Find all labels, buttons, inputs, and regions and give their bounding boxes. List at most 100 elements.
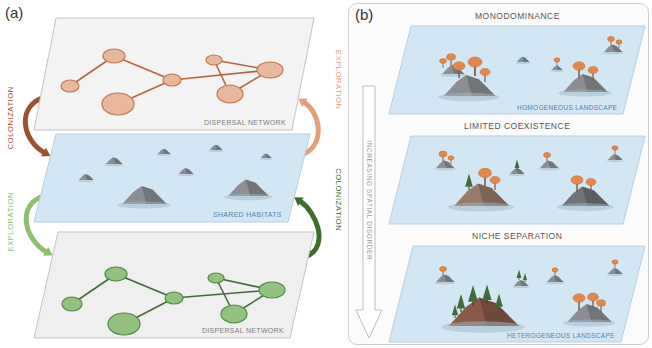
rock-shade xyxy=(163,149,170,154)
orange-tree xyxy=(439,151,447,157)
rock-shade xyxy=(85,174,93,180)
landscape-layer: NICHE SEPARATION HETEROGENEOUS LANDSCAPE xyxy=(389,230,645,342)
layer-plane xyxy=(34,232,314,338)
network-node xyxy=(208,273,224,283)
network-node xyxy=(206,55,222,65)
rock xyxy=(158,149,171,154)
network-node xyxy=(217,85,243,103)
rock xyxy=(608,268,623,274)
rock-shadow xyxy=(77,180,95,182)
landscape-layer: DISPERSAL NETWORK xyxy=(34,18,314,130)
landscape-layer: LIMITED COEXISTENCE xyxy=(389,120,645,224)
orange-tree xyxy=(571,176,583,185)
pine-tree xyxy=(465,174,473,187)
layer-shape xyxy=(34,134,310,222)
network-node xyxy=(61,80,79,92)
orange-tree xyxy=(440,266,447,271)
pine-tree xyxy=(523,273,527,280)
rock-shade xyxy=(444,161,455,169)
rock-shadow xyxy=(606,274,624,276)
rock xyxy=(436,275,455,283)
rock-shadow xyxy=(224,194,272,201)
rock-shade xyxy=(614,268,622,274)
rock-shade xyxy=(520,280,528,286)
rock-shade xyxy=(142,186,167,204)
orange-tree xyxy=(479,168,492,177)
rock-shadow xyxy=(545,282,565,285)
orange-tree xyxy=(468,57,482,67)
network-node xyxy=(257,62,283,78)
orange-tree xyxy=(573,62,585,71)
rock-shadow xyxy=(441,321,525,332)
rock-shade xyxy=(265,154,271,159)
rock-shadow xyxy=(602,52,624,55)
tree-trunk xyxy=(455,315,456,318)
arrow-label: COLONIZATION xyxy=(7,86,15,149)
orange-tree xyxy=(573,294,585,303)
rock-shadow xyxy=(177,174,195,176)
orange-tree xyxy=(597,300,606,306)
rock-shadow xyxy=(515,62,530,64)
tree-trunk xyxy=(468,187,469,190)
layer-label: SHARED HABITATS xyxy=(213,211,282,219)
network-node xyxy=(62,297,82,311)
network-node xyxy=(105,267,127,281)
layer-illustration xyxy=(61,49,283,115)
orange-tree xyxy=(544,152,551,157)
pine-tree xyxy=(517,270,522,278)
rock xyxy=(547,275,564,282)
tree-trunk xyxy=(525,280,526,282)
rock-shade xyxy=(582,187,609,207)
disorder-arrow xyxy=(356,86,382,338)
layer-illustration xyxy=(434,260,624,333)
rock-shade xyxy=(444,275,455,283)
layer-label: HETEROGENEOUS LANDSCAPE xyxy=(507,332,615,339)
layer-plane xyxy=(389,246,645,342)
pine-tree xyxy=(457,294,465,308)
network-node xyxy=(102,93,134,115)
orange-tree xyxy=(616,40,622,44)
panel-heading: NICHE SEPARATION xyxy=(472,232,562,241)
tree-trunk xyxy=(486,300,487,304)
rock-shadow xyxy=(434,168,456,171)
arrow-label: EXPLORATION xyxy=(335,50,343,109)
pine-tree xyxy=(482,285,491,301)
rock-shade xyxy=(548,161,559,169)
rock-shadow xyxy=(118,201,171,208)
rock-shade xyxy=(583,74,608,92)
layer-label: DISPERSAL NETWORK xyxy=(202,327,284,335)
orange-tree xyxy=(440,58,447,63)
panel-heading: LIMITED COEXISTENCE xyxy=(464,122,570,131)
rock xyxy=(122,186,166,204)
panel-letter: (b) xyxy=(355,7,373,24)
landscape-layer: DISPERSAL NETWORK xyxy=(34,232,314,338)
layer-shape xyxy=(34,232,314,338)
tree-trunk xyxy=(472,302,473,306)
rock-shadow xyxy=(104,164,124,167)
layer-shape xyxy=(34,18,314,130)
orange-tree xyxy=(612,260,618,264)
tree-trunk xyxy=(460,308,461,312)
rock xyxy=(604,45,623,53)
rock xyxy=(540,161,559,169)
layer-illustration xyxy=(62,267,285,335)
rock xyxy=(510,168,525,174)
rock-shadow xyxy=(559,89,612,96)
rock xyxy=(567,304,611,322)
network-node xyxy=(221,305,247,323)
tree-trunk xyxy=(517,168,518,170)
pine-tree xyxy=(495,294,503,307)
layer-plane xyxy=(389,26,645,114)
layer-label: DISPERSAL NETWORK xyxy=(204,119,286,127)
pine-tree xyxy=(515,160,520,168)
rock-shade xyxy=(246,180,269,197)
rock xyxy=(517,57,530,62)
layer-plane xyxy=(389,136,645,224)
rock xyxy=(106,157,123,164)
rock-shadow xyxy=(556,203,613,211)
orange-tree xyxy=(588,293,599,301)
rock-shade xyxy=(587,304,612,322)
layer-shape xyxy=(389,10,645,114)
layer-illustration xyxy=(356,86,382,338)
